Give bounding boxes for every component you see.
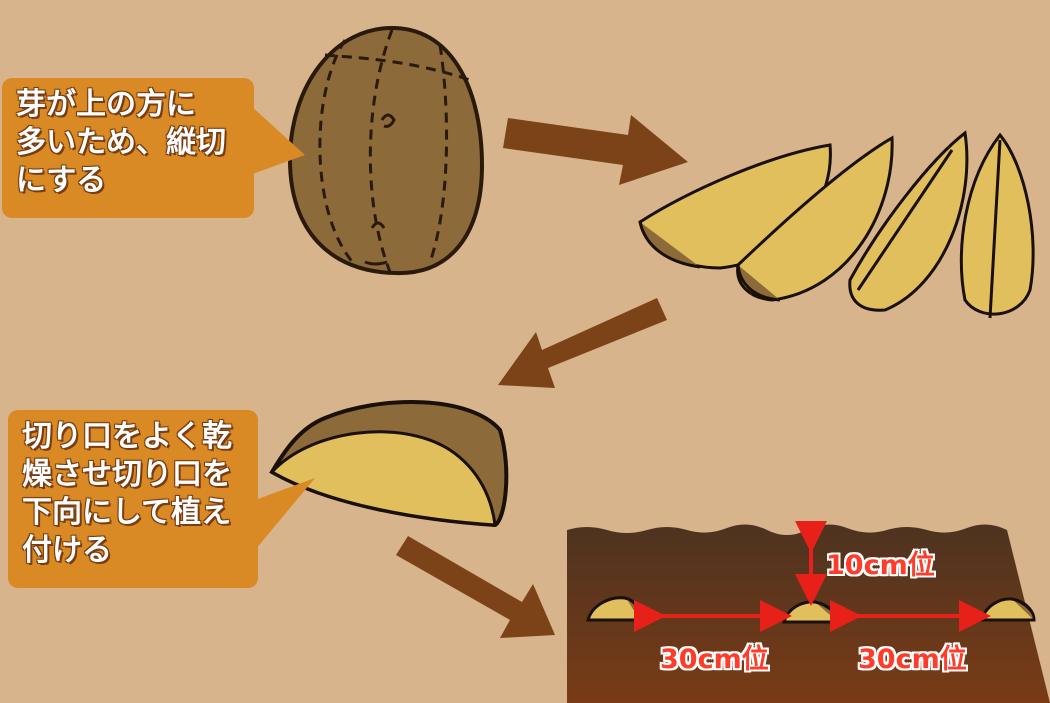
note-line: 燥させ切り口を: [22, 457, 232, 492]
depth-label: 10cm位: [826, 550, 935, 581]
spacing-label: 30cm位: [858, 644, 967, 675]
potato-wedges: [638, 130, 1035, 319]
soil-section: [567, 521, 1050, 703]
arrow-right-icon: [503, 115, 688, 185]
cut-instruction-note: 芽が上の方に 多いため、縦切 にする: [2, 78, 254, 218]
note-line: 芽が上の方に: [16, 87, 196, 122]
note-line: 下向にして植え: [22, 495, 232, 530]
arrow-down-right-icon: [396, 536, 555, 638]
cut-potato-piece: [269, 400, 509, 528]
note-line: にする: [16, 163, 107, 198]
note-line: 切り口をよく乾: [22, 419, 232, 454]
arrow-down-left-icon: [498, 298, 667, 388]
spacing-label: 30cm位: [660, 644, 769, 675]
note-line: 多いため、縦切: [16, 125, 226, 160]
whole-potato: [287, 25, 485, 276]
note-line: 付ける: [22, 533, 112, 568]
flow-arrows: [396, 115, 688, 638]
planting-instruction-note: 切り口をよく乾 燥させ切り口を 下向にして植え 付ける: [8, 410, 258, 588]
measurement-arrows: [634, 521, 991, 632]
note-top-pointer: [250, 105, 305, 175]
note-bottom-pointer: [255, 478, 315, 550]
